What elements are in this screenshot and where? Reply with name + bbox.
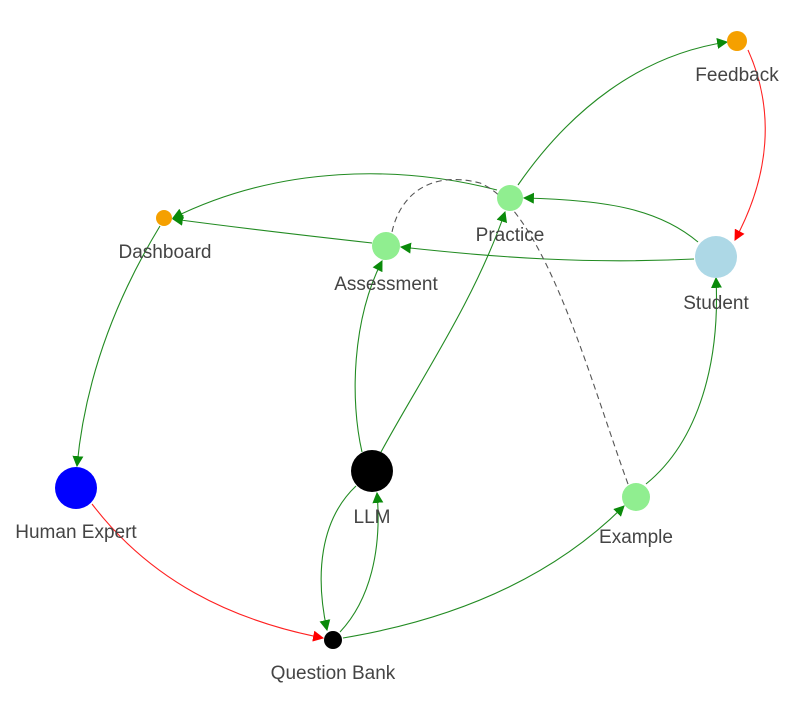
node-human-expert: [55, 467, 97, 509]
edge-question-bank-to-llm: [339, 491, 384, 633]
node-label-question-bank: Question Bank: [271, 663, 396, 684]
edge-human-expert-to-question-bank: [91, 503, 325, 642]
node-question-bank: [324, 631, 342, 649]
edges-layer: [72, 38, 766, 642]
node-label-human-expert: Human Expert: [15, 522, 137, 543]
node-dashboard: [156, 210, 172, 226]
edge-example-to-student: [645, 276, 722, 485]
node-example: [622, 483, 650, 511]
node-label-feedback: Feedback: [695, 65, 779, 86]
node-label-llm: LLM: [354, 507, 391, 528]
node-label-example: Example: [599, 527, 673, 548]
edge-feedback-to-student: [734, 49, 766, 241]
edge-assessment-to-dashboard: [171, 214, 373, 244]
node-label-practice: Practice: [476, 225, 545, 246]
edge-practice-to-feedback: [517, 38, 729, 186]
edge-student-to-practice: [522, 192, 699, 243]
edge-student-to-assessment: [399, 242, 695, 262]
node-assessment: [372, 232, 400, 260]
edge-dashboard-to-human-expert: [72, 225, 161, 468]
nodes-layer: [55, 31, 747, 649]
node-label-assessment: Assessment: [334, 274, 438, 295]
edge-llm-to-assessment: [354, 260, 383, 453]
edge-question-bank-to-example: [342, 505, 625, 639]
node-student: [695, 236, 737, 278]
edge-practice-to-dashboard: [172, 173, 498, 219]
node-label-student: Student: [683, 293, 749, 314]
edge-llm-to-practice: [380, 210, 508, 453]
node-llm: [351, 450, 393, 492]
node-feedback: [727, 31, 747, 51]
node-label-dashboard: Dashboard: [119, 242, 212, 263]
labels-layer: FeedbackPracticeDashboardAssessmentStude…: [15, 65, 779, 684]
node-practice: [497, 185, 523, 211]
edge-llm-to-question-bank: [319, 485, 357, 632]
